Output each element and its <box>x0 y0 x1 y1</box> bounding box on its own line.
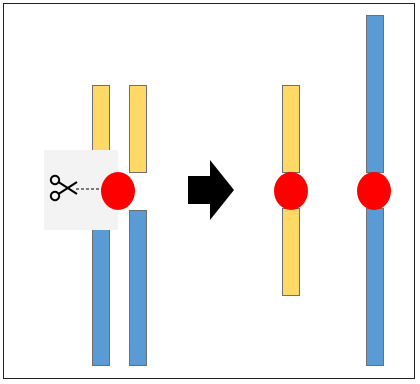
chromosome-d-bottom-arm <box>366 208 384 366</box>
chromosome-c-top-arm <box>282 85 300 173</box>
centromere-left <box>101 172 135 210</box>
chromosome-c-bottom-arm <box>282 208 300 296</box>
chromosome-d-top-arm <box>366 15 384 173</box>
right-arrow-icon <box>188 160 234 220</box>
chromosome-a-long-arm <box>92 210 110 366</box>
chromosome-b-long-arm <box>129 210 147 366</box>
chromosome-b-short-arm <box>129 85 147 173</box>
scissors-icon <box>49 174 78 202</box>
centromere-middle <box>274 172 308 210</box>
centromere-right <box>357 172 391 210</box>
